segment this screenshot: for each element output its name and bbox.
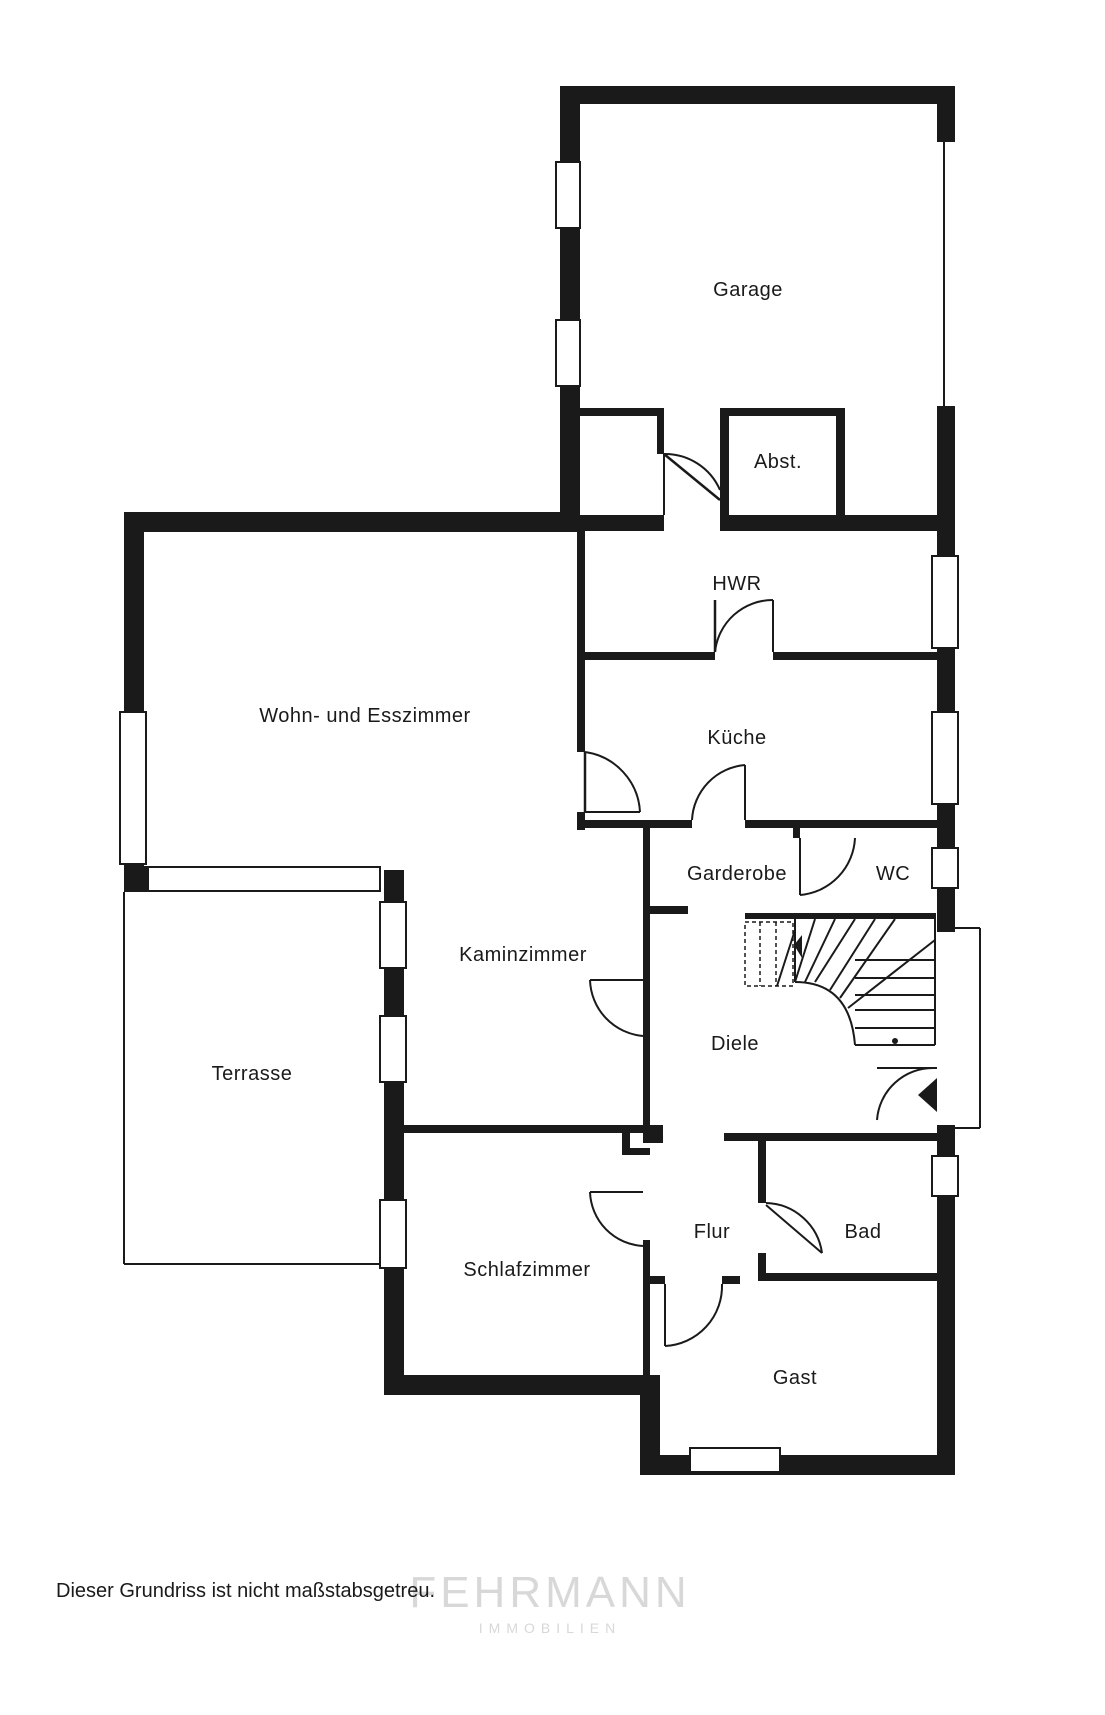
window [931,555,959,649]
room-label-diele: Diele [711,1033,759,1055]
window [931,711,959,805]
window [931,1155,959,1197]
room-label-wohn: Wohn- und Esszimmer [259,705,470,727]
room-label-schlaf: Schlafzimmer [463,1259,590,1281]
watermark-sub: IMMOBILIEN [478,1620,622,1636]
watermark-brand: FEHRMANN [409,1568,691,1617]
door-bad[interactable] [765,1202,823,1254]
room-label-abst: Abst. [754,451,802,473]
window [379,1199,407,1269]
window [555,319,581,387]
room-label-bad: Bad [844,1221,881,1243]
window [379,1015,407,1083]
room-label-flur: Flur [694,1221,730,1243]
door-gast[interactable] [664,1283,724,1347]
room-label-kamin: Kaminzimmer [459,944,587,966]
window [555,161,581,229]
door-wc[interactable] [799,837,856,896]
room-label-wc: WC [876,863,910,885]
door-entrance[interactable] [876,927,981,1129]
door-hwr[interactable] [713,598,774,653]
door-schlafzimmer[interactable] [589,1191,644,1247]
window [379,901,407,969]
window [119,711,147,865]
window [689,1447,781,1473]
door-kaminzimmer[interactable] [589,979,644,1037]
room-label-terrasse: Terrasse [212,1063,293,1085]
room-label-kueche: Küche [707,727,766,749]
window [147,866,381,892]
outer-windows [119,555,959,1473]
interior-walls [404,530,943,1380]
garage-windows [555,161,581,387]
door-wohn-kueche[interactable] [583,751,641,813]
door-kueche[interactable] [691,764,746,821]
room-label-garage: Garage [713,279,783,301]
watermark-logo: FEHRMANN IMMOBILIEN [400,1568,700,1636]
room-label-hwr: HWR [712,573,761,595]
window [931,847,959,889]
room-label-gast: Gast [773,1367,817,1389]
scale-disclaimer: Dieser Grundriss ist nicht maßstabsgetre… [56,1580,436,1602]
door-garage-abst[interactable] [663,452,721,515]
staircase [744,913,936,1046]
terrasse-outline [123,892,380,1265]
room-label-garderobe: Garderobe [687,863,787,885]
